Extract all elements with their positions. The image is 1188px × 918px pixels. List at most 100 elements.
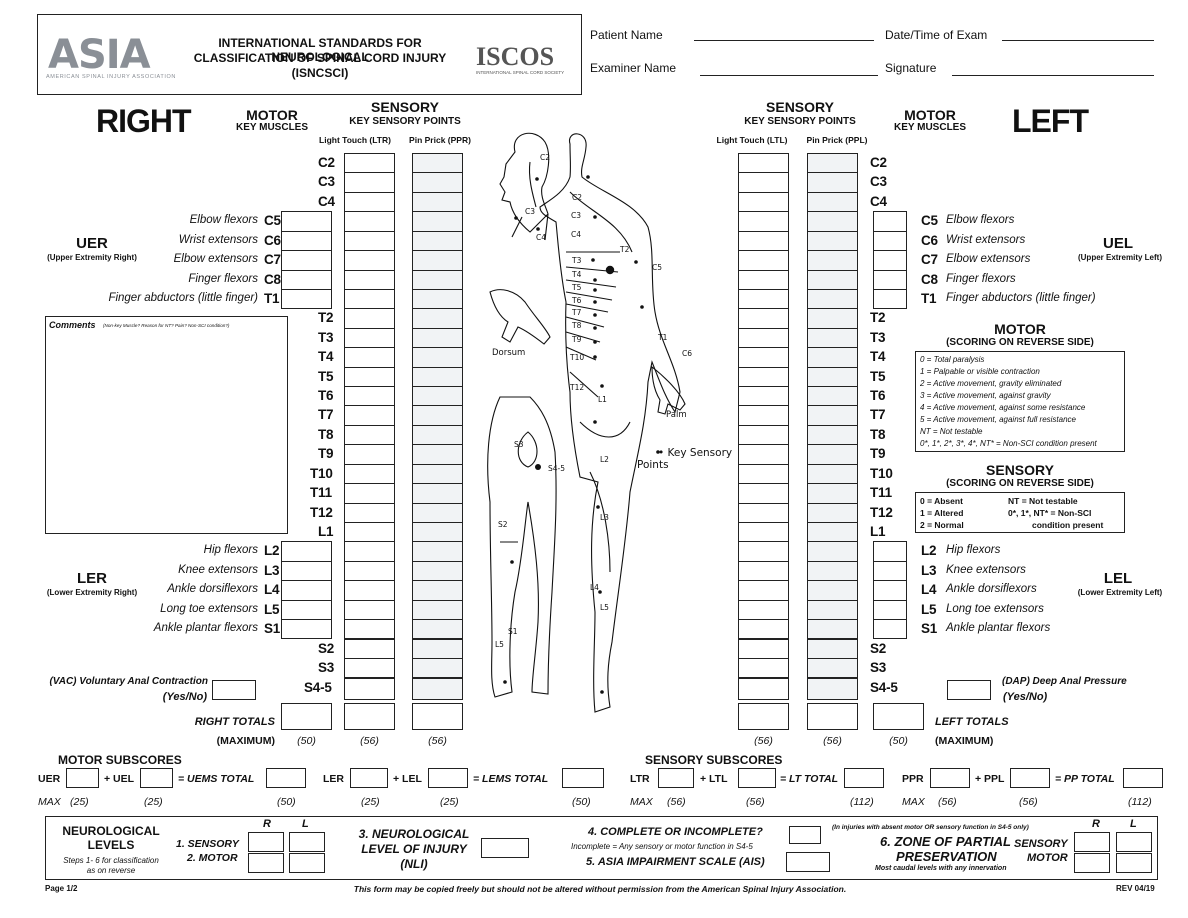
left-lt-cell-s4-5[interactable]: [738, 678, 789, 701]
left-motor-cell-l3[interactable]: [873, 560, 907, 582]
right-motor-cell-l3[interactable]: [281, 560, 332, 582]
left-pp-cell-c7[interactable]: [807, 250, 858, 271]
left-lt-cell-c3[interactable]: [738, 172, 789, 193]
right-pp-cell-l5[interactable]: [412, 599, 463, 621]
right-pp-cell-t8[interactable]: [412, 424, 463, 446]
right-pp-cell-t5[interactable]: [412, 366, 463, 388]
right-lt-cell-l1[interactable]: [344, 521, 395, 543]
left-lt-cell-c5[interactable]: [738, 211, 789, 232]
ppl-sub-input[interactable]: [1010, 768, 1050, 788]
right-motor-cell-s1[interactable]: [281, 619, 332, 640]
right-pp-cell-l3[interactable]: [412, 560, 463, 582]
left-pp-cell-l4[interactable]: [807, 580, 858, 601]
left-pp-cell-t4[interactable]: [807, 347, 858, 368]
signature-field[interactable]: [952, 75, 1154, 76]
left-motor-cell-c5[interactable]: [873, 211, 907, 232]
date-time-field[interactable]: [1002, 40, 1154, 41]
ppr-sub-input[interactable]: [930, 768, 970, 788]
left-pp-cell-s2[interactable]: [807, 638, 858, 659]
right-lt-cell-t4[interactable]: [344, 347, 395, 368]
right-pp-cell-s1[interactable]: [412, 619, 463, 640]
vac-input[interactable]: [212, 680, 256, 700]
right-pp-cell-t3[interactable]: [412, 327, 463, 349]
right-motor-cell-c8[interactable]: [281, 269, 332, 290]
right-pp-cell-c3[interactable]: [412, 172, 463, 193]
right-lt-cell-t1[interactable]: [344, 288, 395, 310]
left-pp-cell-c2[interactable]: [807, 153, 858, 174]
left-pp-cell-l2[interactable]: [807, 541, 858, 562]
left-pp-cell-t6[interactable]: [807, 386, 858, 407]
right-lt-total[interactable]: [344, 703, 395, 730]
left-motor-cell-l2[interactable]: [873, 541, 907, 562]
right-motor-total[interactable]: [281, 703, 332, 730]
right-pp-cell-t4[interactable]: [412, 347, 463, 368]
left-lt-cell-s1[interactable]: [738, 619, 789, 640]
left-lt-cell-s3[interactable]: [738, 657, 789, 679]
left-pp-cell-t1[interactable]: [807, 288, 858, 310]
left-lt-cell-t2[interactable]: [738, 308, 789, 329]
uems-total-input[interactable]: [266, 768, 306, 788]
comments-box[interactable]: [45, 316, 288, 534]
right-motor-cell-l4[interactable]: [281, 580, 332, 601]
right-lt-cell-t11[interactable]: [344, 483, 395, 504]
complete-incomplete-input[interactable]: [789, 826, 821, 844]
right-lt-cell-l5[interactable]: [344, 599, 395, 621]
left-lt-cell-l2[interactable]: [738, 541, 789, 562]
right-pp-cell-l1[interactable]: [412, 521, 463, 543]
zpp-sensory-left[interactable]: [1116, 832, 1152, 852]
ais-input[interactable]: [786, 852, 830, 872]
right-pp-cell-t11[interactable]: [412, 483, 463, 504]
left-motor-cell-l4[interactable]: [873, 580, 907, 601]
motor-level-right[interactable]: [248, 853, 284, 873]
right-motor-cell-c6[interactable]: [281, 230, 332, 252]
right-pp-cell-s2[interactable]: [412, 638, 463, 659]
right-pp-total[interactable]: [412, 703, 463, 730]
left-lt-cell-t7[interactable]: [738, 405, 789, 426]
right-motor-cell-c5[interactable]: [281, 211, 332, 232]
lt-total-input[interactable]: [844, 768, 884, 788]
left-pp-cell-t12[interactable]: [807, 502, 858, 523]
left-motor-cell-s1[interactable]: [873, 619, 907, 640]
uer-sub-input[interactable]: [66, 768, 99, 788]
right-pp-cell-c8[interactable]: [412, 269, 463, 290]
right-pp-cell-l4[interactable]: [412, 580, 463, 601]
left-motor-cell-c6[interactable]: [873, 230, 907, 252]
right-lt-cell-t8[interactable]: [344, 424, 395, 446]
left-lt-cell-t12[interactable]: [738, 502, 789, 523]
right-lt-cell-t3[interactable]: [344, 327, 395, 349]
left-motor-cell-t1[interactable]: [873, 288, 907, 310]
left-pp-cell-l3[interactable]: [807, 560, 858, 582]
left-lt-cell-t3[interactable]: [738, 327, 789, 349]
right-pp-cell-c6[interactable]: [412, 230, 463, 252]
left-lt-cell-l5[interactable]: [738, 599, 789, 621]
left-lt-cell-t11[interactable]: [738, 483, 789, 504]
lel-sub-input[interactable]: [428, 768, 468, 788]
right-motor-cell-l2[interactable]: [281, 541, 332, 562]
right-lt-cell-c8[interactable]: [344, 269, 395, 290]
left-lt-total[interactable]: [738, 703, 789, 730]
left-lt-cell-t8[interactable]: [738, 424, 789, 446]
left-lt-cell-l4[interactable]: [738, 580, 789, 601]
left-lt-cell-c7[interactable]: [738, 250, 789, 271]
left-lt-cell-c4[interactable]: [738, 191, 789, 213]
right-lt-cell-t7[interactable]: [344, 405, 395, 426]
zpp-motor-right[interactable]: [1074, 853, 1110, 873]
zpp-sensory-right[interactable]: [1074, 832, 1110, 852]
left-pp-cell-t7[interactable]: [807, 405, 858, 426]
nli-input[interactable]: [481, 838, 529, 858]
left-lt-cell-t10[interactable]: [738, 463, 789, 485]
left-pp-cell-l1[interactable]: [807, 521, 858, 543]
left-lt-cell-c6[interactable]: [738, 230, 789, 252]
left-lt-cell-t6[interactable]: [738, 386, 789, 407]
left-pp-cell-t3[interactable]: [807, 327, 858, 349]
right-lt-cell-c4[interactable]: [344, 191, 395, 213]
right-lt-cell-s2[interactable]: [344, 638, 395, 659]
right-motor-cell-t1[interactable]: [281, 288, 332, 310]
motor-level-left[interactable]: [289, 853, 325, 873]
right-pp-cell-t7[interactable]: [412, 405, 463, 426]
right-lt-cell-c5[interactable]: [344, 211, 395, 232]
left-motor-cell-l5[interactable]: [873, 599, 907, 621]
sensory-level-right[interactable]: [248, 832, 284, 852]
right-lt-cell-c7[interactable]: [344, 250, 395, 271]
right-pp-cell-t1[interactable]: [412, 288, 463, 310]
